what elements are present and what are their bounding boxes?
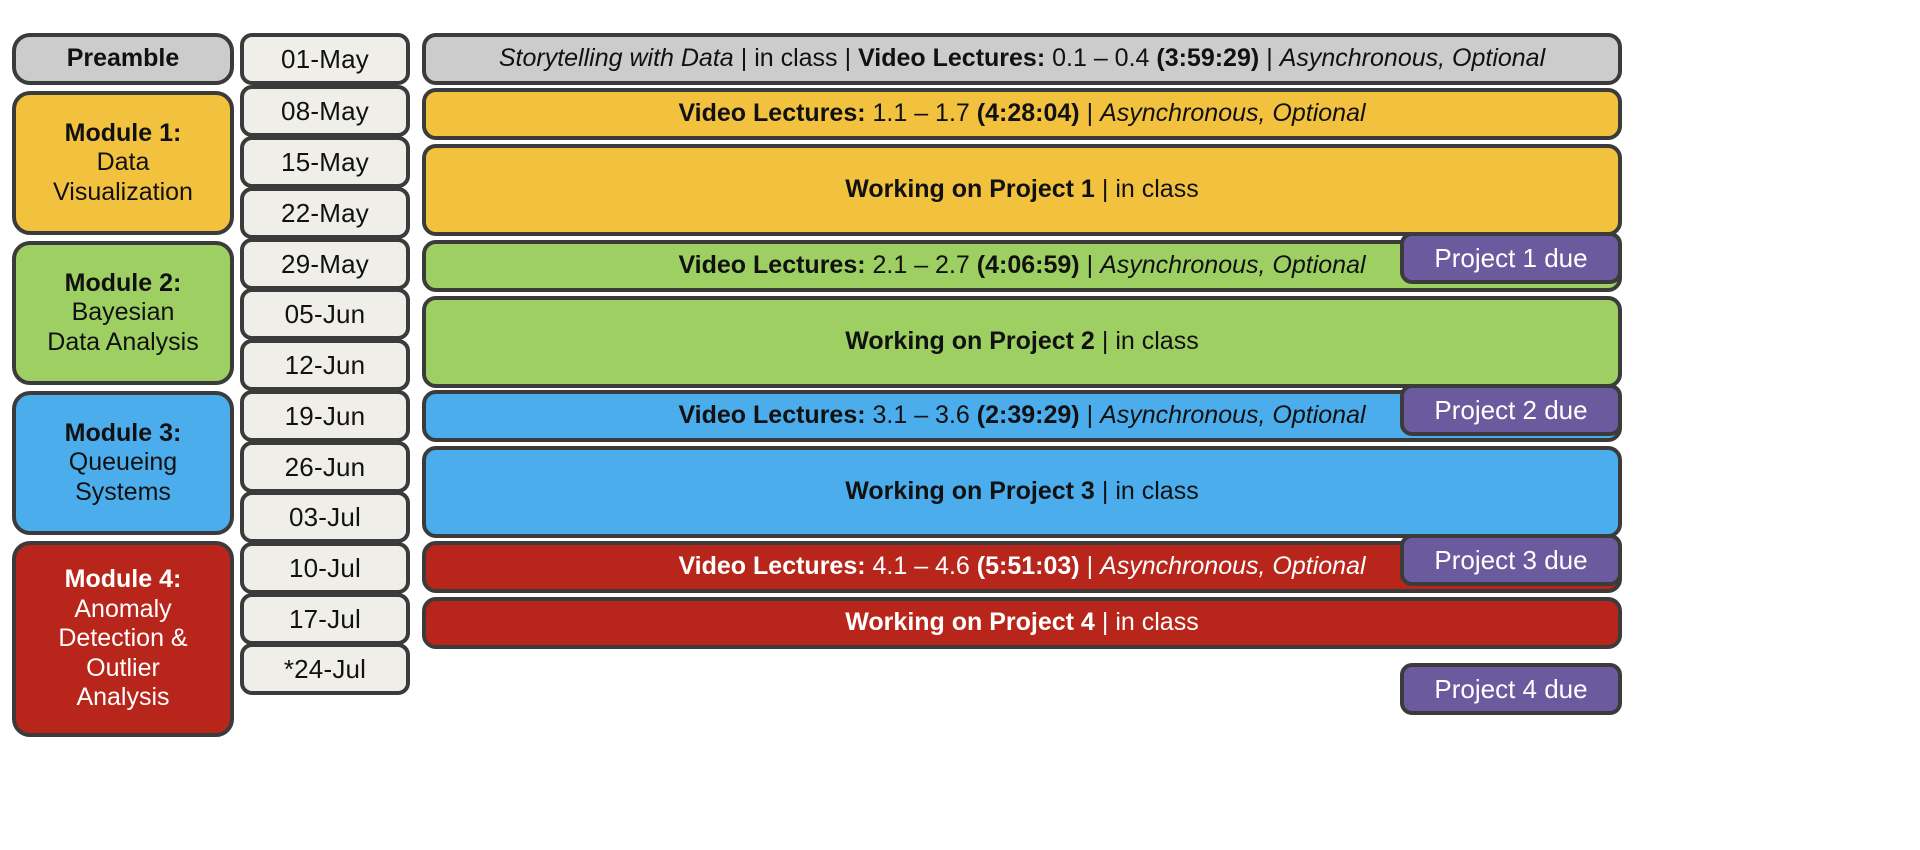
bar-segment: Asynchronous, Optional — [1100, 552, 1366, 581]
module-title: Preamble — [66, 44, 180, 73]
module-subtitle-line: Systems — [75, 477, 171, 506]
module1-project-bar: Working on Project 1|in class — [422, 144, 1622, 236]
bar-segment: 4.1 – 4.6 — [865, 552, 977, 581]
module1-lectures-bar: Video Lectures: 1.1 – 1.7 (4:28:04)|Asyn… — [422, 88, 1622, 140]
bar-segment: in class — [1115, 327, 1199, 356]
bar-segment: Video Lectures: — [678, 552, 866, 581]
module-title: Module 3: — [64, 418, 182, 447]
bar-segment: (4:06:59) — [976, 251, 1080, 280]
bar-segment: Asynchronous, Optional — [1100, 401, 1366, 430]
bar-segment: | — [1266, 44, 1273, 73]
bar-segment: (5:51:03) — [976, 552, 1080, 581]
module-subtitle-line: Queueing — [68, 448, 178, 477]
bar-text: Working on Project 2|in class — [845, 327, 1198, 357]
module-subtitle-line: Bayesian — [71, 298, 175, 327]
date-cell-4: 29-May — [240, 238, 410, 290]
date-cell-1: 08-May — [240, 85, 410, 137]
bar-text: Working on Project 4|in class — [845, 608, 1198, 638]
date-cell-12: *24-Jul — [240, 643, 410, 695]
bar-segment: Video Lectures: — [678, 401, 866, 430]
date-cell-5: 05-Jun — [240, 288, 410, 340]
module-subtitle-line: Detection & — [58, 624, 188, 653]
bar-text: Video Lectures: 4.1 – 4.6 (5:51:03)|Asyn… — [678, 552, 1365, 582]
bar-text: Working on Project 1|in class — [845, 175, 1198, 205]
date-cell-9: 03-Jul — [240, 491, 410, 543]
bar-segment: in class — [1115, 477, 1199, 506]
bar-segment: in class — [1115, 608, 1199, 637]
bar-segment: Storytelling with Data — [498, 44, 734, 73]
date-cell-11: 17-Jul — [240, 593, 410, 645]
bar-segment: | — [1086, 251, 1094, 280]
date-cell-10: 10-Jul — [240, 542, 410, 594]
project-due-badge-1: Project 1 due — [1400, 232, 1622, 284]
bar-segment: Working on Project 3 — [845, 477, 1095, 506]
bar-segment: | — [740, 44, 748, 73]
bar-text: Video Lectures: 1.1 – 1.7 (4:28:04)|Asyn… — [678, 99, 1365, 129]
bar-segment: | — [1101, 608, 1109, 637]
project-due-badge-3: Project 3 due — [1400, 534, 1622, 586]
bar-segment: Video Lectures: — [858, 44, 1046, 73]
bar-text: Video Lectures: 3.1 – 3.6 (2:39:29)|Asyn… — [678, 401, 1365, 431]
date-cell-6: 12-Jun — [240, 339, 410, 391]
module-subtitle-line: Outlier — [86, 653, 160, 682]
preamble-bar: Storytelling with Data|in class|Video Le… — [422, 33, 1622, 85]
module4-project-bar: Working on Project 4|in class — [422, 597, 1622, 649]
bar-segment: | — [1101, 477, 1109, 506]
bar-segment: 1.1 – 1.7 — [865, 99, 977, 128]
module-subtitle-line: Data — [96, 148, 150, 177]
bar-segment: Asynchronous, Optional — [1100, 251, 1366, 280]
project-due-badge-4: Project 4 due — [1400, 663, 1622, 715]
bar-segment: Working on Project 1 — [845, 175, 1095, 204]
bar-segment: | — [1086, 401, 1094, 430]
bar-segment: | — [1101, 175, 1109, 204]
module-label-0: Preamble — [12, 33, 234, 85]
bar-segment: Asynchronous, Optional — [1279, 44, 1546, 73]
date-cell-8: 26-Jun — [240, 441, 410, 493]
module-subtitle-line: Anomaly — [74, 594, 172, 623]
bar-segment: Asynchronous, Optional — [1100, 99, 1366, 128]
bar-segment: | — [1086, 99, 1094, 128]
date-cell-2: 15-May — [240, 136, 410, 188]
bar-segment: | — [1086, 552, 1094, 581]
module-title: Module 4: — [64, 565, 182, 594]
module-subtitle-line: Visualization — [53, 177, 193, 206]
date-cell-3: 22-May — [240, 187, 410, 239]
module-title: Module 1: — [64, 118, 182, 147]
bar-segment: Working on Project 4 — [845, 608, 1095, 637]
bar-segment: in class — [754, 44, 838, 73]
bar-segment: Video Lectures: — [678, 99, 866, 128]
module3-project-bar: Working on Project 3|in class — [422, 446, 1622, 538]
bar-segment: 2.1 – 2.7 — [865, 251, 977, 280]
bar-segment: | — [844, 44, 852, 73]
bar-text: Video Lectures: 2.1 – 2.7 (4:06:59)|Asyn… — [678, 251, 1365, 281]
module2-project-bar: Working on Project 2|in class — [422, 296, 1622, 388]
bar-segment: 0.1 – 0.4 — [1045, 44, 1157, 73]
bar-segment: (4:28:04) — [976, 99, 1080, 128]
bar-segment: 3.1 – 3.6 — [865, 401, 977, 430]
bar-segment: Video Lectures: — [678, 251, 866, 280]
project-due-badge-2: Project 2 due — [1400, 384, 1622, 436]
bar-text: Storytelling with Data|in class|Video Le… — [499, 44, 1545, 74]
module-subtitle-line: Analysis — [76, 683, 170, 712]
bar-segment: | — [1101, 327, 1109, 356]
module-subtitle-line: Data Analysis — [47, 327, 199, 356]
module-title: Module 2: — [64, 268, 182, 297]
bar-segment: Working on Project 2 — [845, 327, 1095, 356]
bar-text: Working on Project 3|in class — [845, 477, 1198, 507]
bar-segment: (2:39:29) — [976, 401, 1080, 430]
date-cell-7: 19-Jun — [240, 390, 410, 442]
bar-segment: in class — [1115, 175, 1199, 204]
date-cell-0: 01-May — [240, 33, 410, 85]
bar-segment: (3:59:29) — [1156, 44, 1260, 73]
